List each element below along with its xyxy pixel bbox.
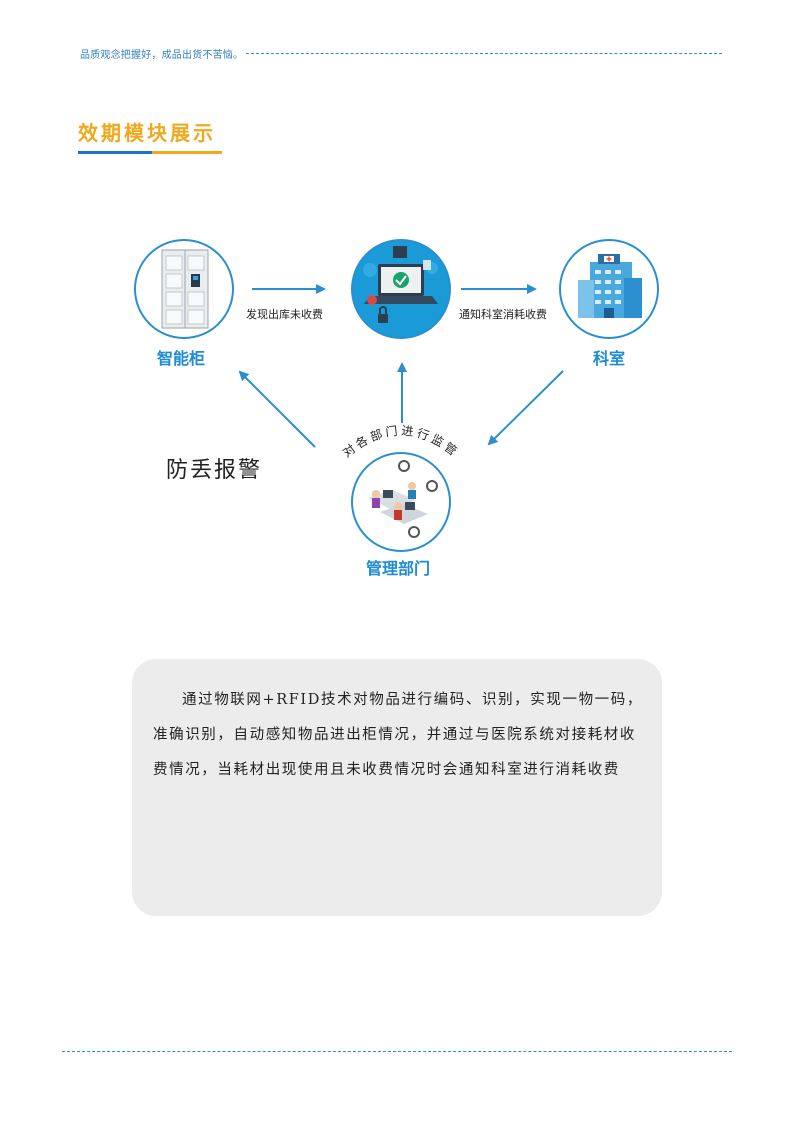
flow-diagram: 对各部门进行监管 (134, 239, 659, 552)
arrow-management-to-cabinet (238, 370, 316, 448)
cabinet-node (134, 239, 234, 339)
department-label: 科室 (593, 349, 626, 368)
cabinet-icon (161, 249, 209, 329)
management-label: 管理部门 (366, 559, 431, 578)
alarm-label: 防丢报警 (166, 458, 263, 483)
flow-label-cabinet-to-center: 发现出库未收费 (246, 308, 323, 321)
management-node (351, 452, 451, 552)
hospital-building-icon (578, 254, 642, 318)
header-divider (246, 53, 722, 54)
department-node (559, 239, 659, 339)
laptop-icon (363, 246, 438, 323)
section-title: 效期模块展示 (78, 121, 216, 145)
title-underline-blue (78, 151, 152, 154)
footer-divider (62, 1051, 732, 1052)
office-staff-icon (368, 460, 438, 538)
header-slogan: 品质观念把握好，成品出货不苦恼。 (80, 50, 244, 61)
flow-label-center-to-department: 通知科室消耗收费 (459, 308, 547, 321)
title-underline-yellow (152, 151, 222, 154)
description-text: 通过物联网+RFID技术对物品进行编码、识别，实现一物一码，准确识别，自动感知物… (153, 692, 643, 778)
description-panel (132, 659, 662, 916)
center-node (351, 239, 451, 339)
cabinet-label: 智能柜 (157, 349, 206, 368)
arrow-department-to-management (487, 370, 564, 446)
